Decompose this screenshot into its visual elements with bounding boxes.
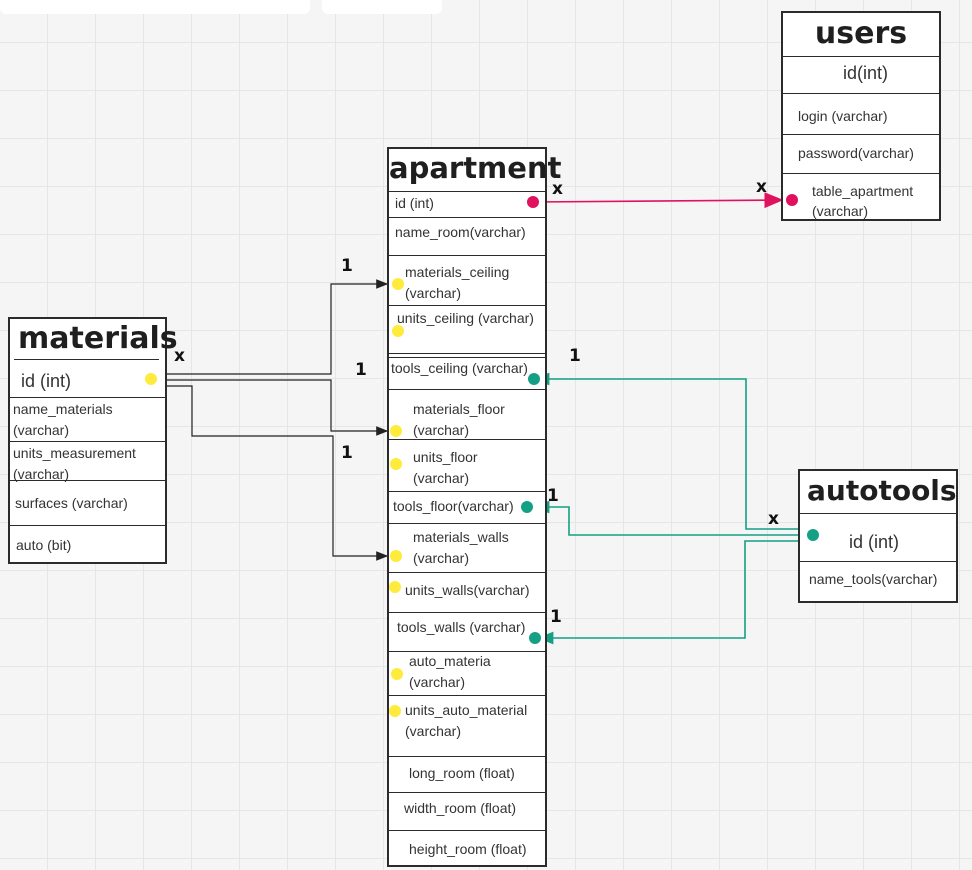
field-apartment-tools-walls: tools_walls (varchar) bbox=[397, 619, 526, 635]
table-apartment[interactable]: apartment id (int) name_room(varchar) ma… bbox=[387, 147, 562, 867]
anchor-tools-ceiling bbox=[528, 373, 540, 385]
field-apartment-auto-materia-type: (varchar) bbox=[409, 674, 466, 690]
field-apartment-tools-ceiling: tools_ceiling (varchar) bbox=[391, 360, 528, 376]
field-users-table-apartment: table_apartment bbox=[812, 183, 914, 199]
field-apartment-auto-materia: auto_materia bbox=[409, 653, 491, 669]
anchor-materials-ceiling bbox=[392, 278, 404, 290]
table-materials[interactable]: materials id (int) name_materials (varch… bbox=[8, 317, 178, 564]
connector-materials-floor bbox=[165, 379, 389, 436]
connector-apartment-users bbox=[532, 192, 784, 209]
field-materials-units-measurement-type: (varchar) bbox=[13, 466, 70, 482]
anchor-materials-id bbox=[145, 373, 157, 385]
anchor-users-table-apartment bbox=[786, 194, 798, 206]
field-materials-name-type: (varchar) bbox=[13, 422, 70, 438]
field-apartment-units-auto-material-type: (varchar) bbox=[405, 723, 462, 739]
toolbar-strip-left bbox=[0, 0, 310, 14]
field-apartment-materials-ceiling-type: (varchar) bbox=[405, 285, 462, 301]
cardinality-users-table-apartment: x bbox=[756, 177, 767, 197]
field-apartment-tools-floor: tools_floor(varchar) bbox=[393, 498, 514, 514]
field-apartment-units-floor: units_floor bbox=[413, 449, 478, 465]
table-title-materials: materials bbox=[18, 321, 178, 356]
table-title-autotools: autotools bbox=[807, 474, 957, 507]
field-materials-id: id (int) bbox=[21, 371, 72, 391]
field-apartment-materials-walls-type: (varchar) bbox=[413, 550, 470, 566]
field-apartment-name-room: name_room(varchar) bbox=[395, 224, 526, 240]
field-apartment-units-walls: units_walls(varchar) bbox=[405, 582, 530, 598]
cardinality-materials-walls: 1 bbox=[341, 443, 353, 463]
field-users-login: login (varchar) bbox=[798, 108, 888, 124]
field-apartment-units-auto-material: units_auto_material bbox=[405, 702, 528, 718]
field-users-id: id(int) bbox=[843, 63, 889, 83]
field-apartment-width-room: width_room (float) bbox=[404, 800, 517, 816]
connector-autotools-walls bbox=[537, 540, 813, 645]
anchor-materials-floor bbox=[390, 425, 402, 437]
connector-autotools-ceiling bbox=[533, 372, 813, 530]
table-users[interactable]: users id(int) login (varchar) password(v… bbox=[781, 11, 941, 221]
cardinality-tools-ceiling: 1 bbox=[569, 346, 581, 366]
table-autotools[interactable]: autotools id (int) name_tools(varchar) bbox=[798, 469, 958, 603]
toolbar-strip-right bbox=[322, 0, 442, 14]
field-autotools-id: id (int) bbox=[849, 532, 900, 552]
field-materials-units-measurement: units_measurement bbox=[13, 445, 136, 461]
field-apartment-height-room: height_room (float) bbox=[409, 841, 527, 857]
field-apartment-units-ceiling: units_ceiling (varchar) bbox=[397, 310, 534, 326]
connector-materials-walls bbox=[165, 385, 389, 561]
anchor-apartment-id bbox=[527, 196, 539, 208]
cardinality-tools-floor: 1 bbox=[547, 486, 559, 506]
anchor-units-auto-material bbox=[389, 705, 401, 717]
field-apartment-materials-walls: materials_walls bbox=[413, 529, 509, 545]
anchor-tools-walls bbox=[529, 632, 541, 644]
cardinality-autotools-id: x bbox=[768, 509, 779, 529]
anchor-autotools-id bbox=[807, 529, 819, 541]
field-users-table-apartment-type: (varchar) bbox=[812, 203, 869, 219]
field-autotools-name-tools: name_tools(varchar) bbox=[809, 571, 938, 587]
cardinality-tools-walls: 1 bbox=[550, 607, 562, 627]
field-apartment-long-room: long_room (float) bbox=[409, 765, 515, 781]
anchor-auto-materia bbox=[391, 668, 403, 680]
connector-materials-ceiling bbox=[165, 279, 389, 375]
anchor-materials-walls bbox=[390, 550, 402, 562]
field-apartment-units-floor-type: (varchar) bbox=[413, 470, 470, 486]
connector-autotools-floor bbox=[533, 500, 813, 536]
field-apartment-id: id (int) bbox=[395, 195, 434, 211]
field-apartment-materials-floor: materials_floor bbox=[413, 401, 505, 417]
field-users-password: password(varchar) bbox=[798, 145, 914, 161]
table-title-users: users bbox=[814, 16, 908, 51]
anchor-units-ceiling bbox=[392, 325, 404, 337]
anchor-units-walls bbox=[389, 581, 401, 593]
field-materials-surfaces: surfaces (varchar) bbox=[15, 495, 128, 511]
field-apartment-materials-floor-type: (varchar) bbox=[413, 422, 470, 438]
table-title-apartment: apartment bbox=[389, 151, 562, 185]
cardinality-materials-ceiling: 1 bbox=[341, 256, 353, 276]
anchor-tools-floor bbox=[521, 501, 533, 513]
cardinality-apartment-id: x bbox=[552, 179, 563, 199]
field-apartment-materials-ceiling: materials_ceiling bbox=[405, 264, 510, 280]
cardinality-materials-floor: 1 bbox=[355, 360, 367, 380]
anchor-units-floor bbox=[390, 458, 402, 470]
field-materials-auto: auto (bit) bbox=[16, 537, 72, 553]
field-materials-name: name_materials bbox=[13, 401, 113, 417]
cardinality-materials-id: x bbox=[174, 346, 185, 366]
